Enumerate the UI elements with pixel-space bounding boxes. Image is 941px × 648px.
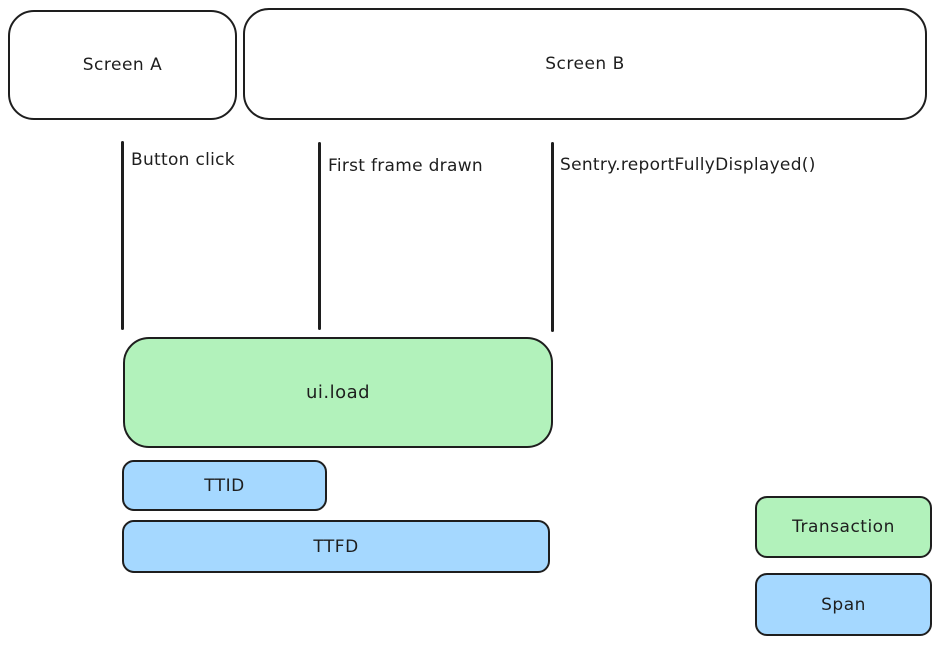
screen-b-label: Screen B <box>545 54 625 74</box>
event-marker-line-button-click <box>121 141 124 330</box>
legend-span-label: Span <box>821 594 866 615</box>
screen-b-box: Screen B <box>243 8 927 120</box>
screen-a-box: Screen A <box>8 10 237 120</box>
ui-load-transaction-label: ui.load <box>305 382 371 403</box>
event-marker-label-first-frame-drawn: First frame drawn <box>328 156 483 176</box>
event-marker-label-report-fully-displayed: Sentry.reportFullyDisplayed() <box>560 155 816 175</box>
ttfd-span-bar: TTFD <box>122 520 550 573</box>
legend-transaction-label: Transaction <box>792 517 895 537</box>
legend-transaction-box: Transaction <box>755 496 932 558</box>
event-marker-label-button-click: Button click <box>131 150 235 170</box>
screen-a-label: Screen A <box>82 55 163 75</box>
event-marker-line-first-frame-drawn <box>318 142 321 330</box>
ui-load-transaction-bar: ui.load <box>123 337 553 448</box>
ttfd-span-label: TTFD <box>313 536 359 557</box>
ttid-span-bar: TTID <box>122 460 327 511</box>
legend-span-box: Span <box>755 573 932 636</box>
event-marker-line-report-fully-displayed <box>551 142 554 332</box>
ttid-span-label: TTID <box>204 475 245 496</box>
